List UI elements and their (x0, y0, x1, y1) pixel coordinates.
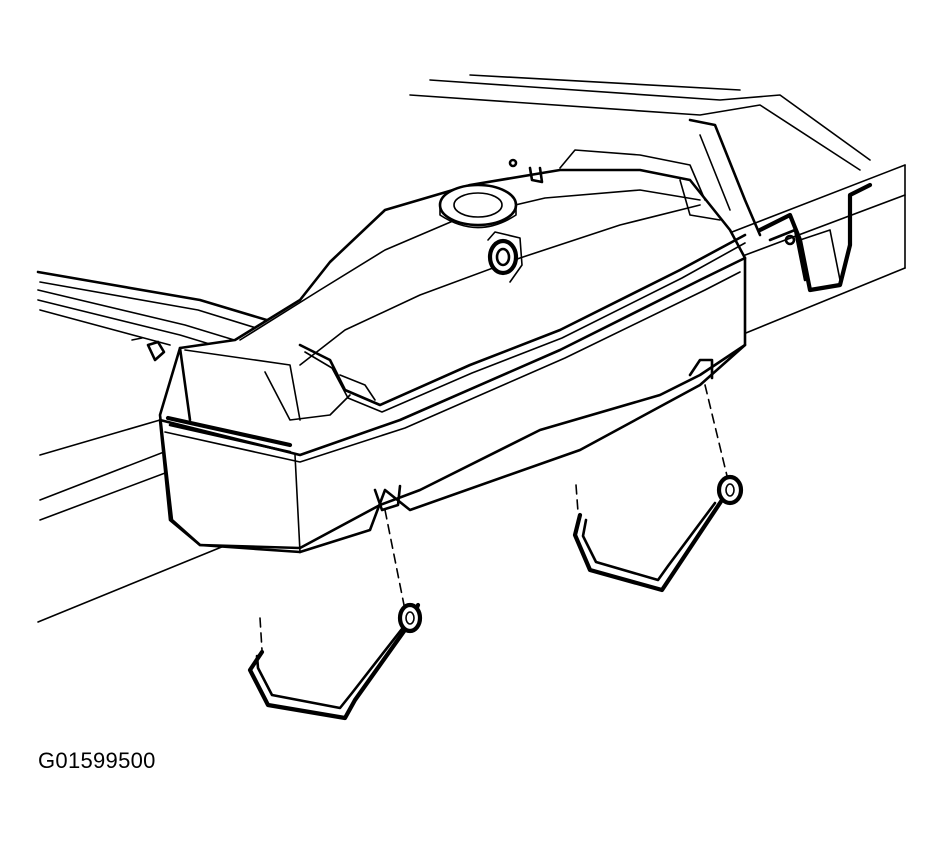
fuel-tank-strap-rear (572, 384, 744, 593)
fuel-tank (131, 149, 747, 554)
strap-tabs (373, 358, 714, 512)
fuel-tank-strap-front (247, 509, 423, 721)
figure-label: G01599500 (38, 748, 156, 773)
rear-hanger-bracket (757, 182, 873, 293)
